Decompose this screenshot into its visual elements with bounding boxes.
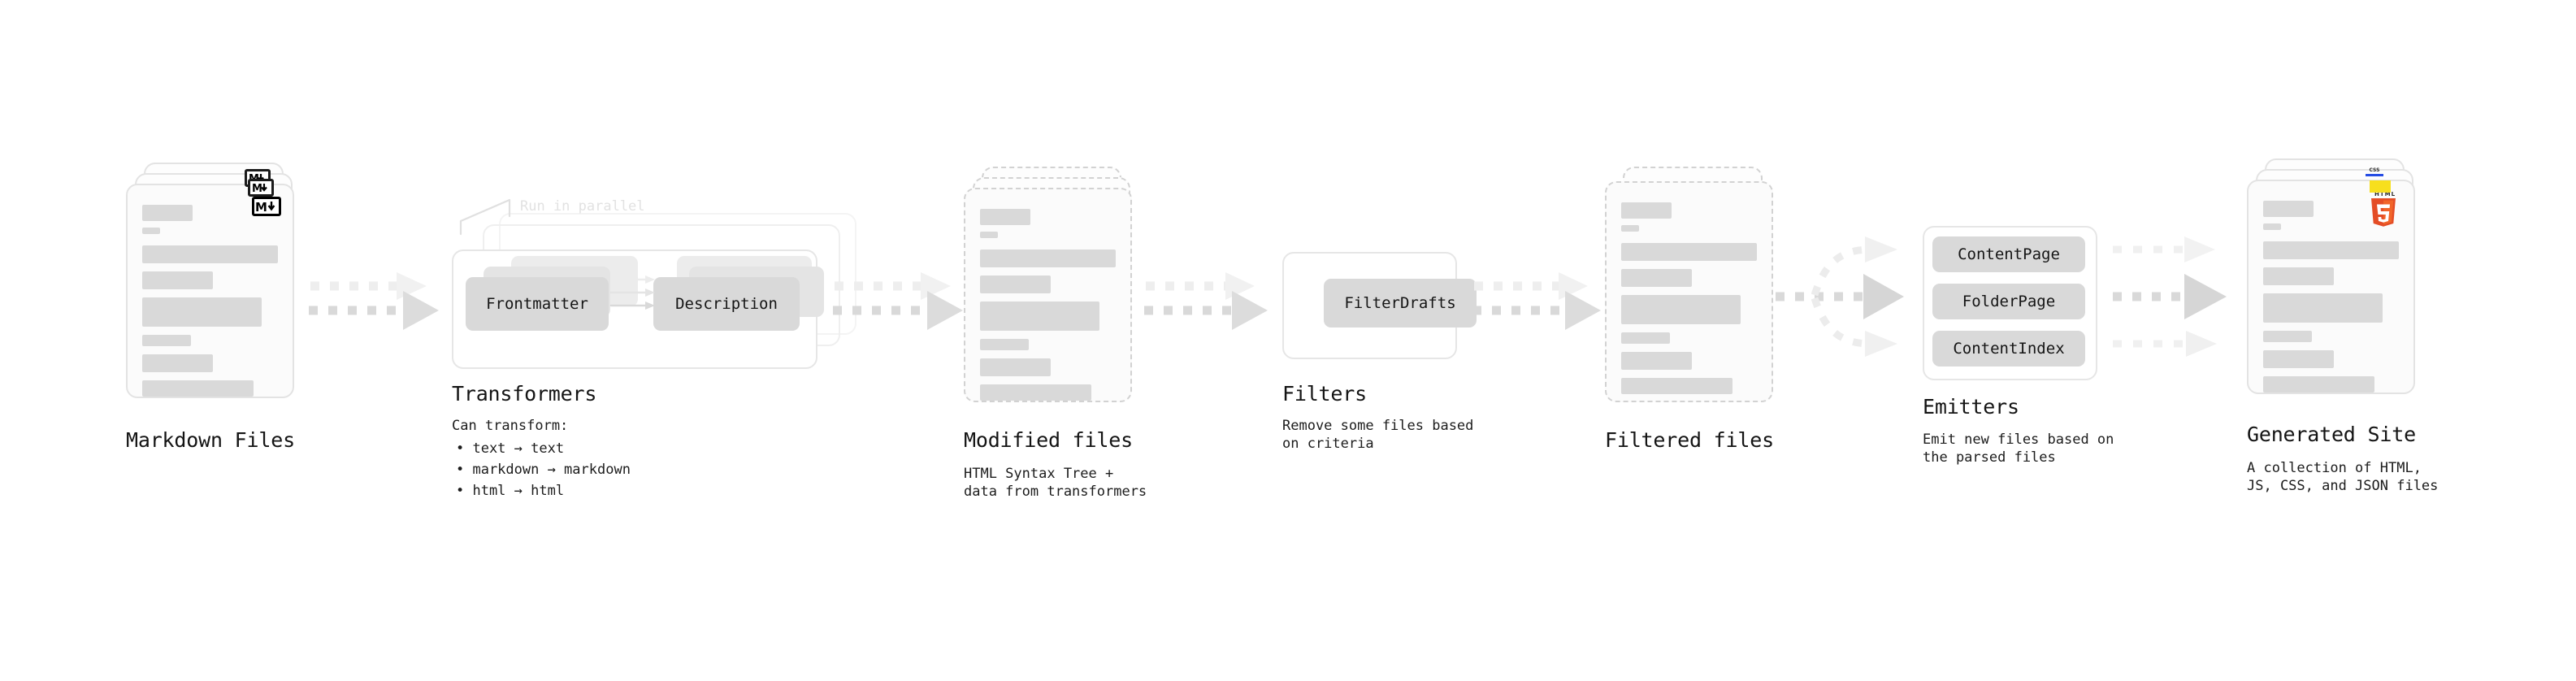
skeleton-bar xyxy=(1621,352,1692,370)
transformer-description[interactable]: Description xyxy=(653,277,800,331)
skeleton-bar xyxy=(980,301,1099,331)
transformers-bullet-2: • html → html xyxy=(456,483,565,499)
skeleton-bar xyxy=(980,358,1051,376)
js-icon xyxy=(2370,180,2391,193)
modified-files-card-stack xyxy=(964,167,1139,402)
transformer-frontmatter[interactable]: Frontmatter xyxy=(466,277,609,331)
page-title-modified-files: Modified files xyxy=(964,428,1133,452)
emitter-contentpage[interactable]: ContentPage xyxy=(1932,236,2085,272)
emitter-folderpage[interactable]: FolderPage xyxy=(1932,284,2085,319)
skeleton-bar xyxy=(2263,331,2313,342)
skeleton-bar xyxy=(142,228,160,234)
css-icon-label: CSS xyxy=(2369,167,2380,173)
filtered-files-card-stack xyxy=(1605,167,1780,402)
arrow-transformers-to-modified xyxy=(833,268,975,349)
page-title-transformers: Transformers xyxy=(452,382,597,406)
site-file-card-html: HTML xyxy=(2247,180,2415,394)
page-title-filters: Filters xyxy=(1282,382,1367,406)
skeleton-bar xyxy=(1621,378,1733,394)
skeleton-bar xyxy=(142,245,278,263)
markdown-icon: M xyxy=(252,197,281,216)
skeleton-bar xyxy=(2263,267,2334,285)
skeleton-bar xyxy=(1621,332,1671,344)
arrow-markdown-to-transformers xyxy=(309,268,447,349)
generated-site-card-stack: CSS HTML xyxy=(2247,158,2422,394)
skeleton-bar xyxy=(142,354,213,372)
svg-text:M: M xyxy=(252,183,262,193)
modified-files-description: HTML Syntax Tree + data from transformer… xyxy=(964,466,1147,500)
html5-icon: HTML xyxy=(2370,191,2400,232)
arrow-modified-to-filters xyxy=(1144,268,1282,349)
filter-filterdrafts[interactable]: FilterDrafts xyxy=(1324,279,1477,327)
skeleton-bar xyxy=(2263,293,2383,323)
transformers-bullet-1: • markdown → markdown xyxy=(456,462,631,478)
svg-text:M: M xyxy=(255,200,267,213)
emitters-description: Emit new files based on the parsed files xyxy=(1923,432,2114,466)
transformers-description: Can transform: xyxy=(452,418,569,434)
run-in-parallel-bracket xyxy=(459,195,557,239)
skeleton-bar xyxy=(980,339,1030,350)
skeleton-bar xyxy=(2263,201,2314,217)
filters-description: Remove some files based on criteria xyxy=(1282,418,1474,452)
skeleton-bar xyxy=(980,384,1091,401)
skeleton-bar xyxy=(142,380,254,397)
arrow-filters-to-filtered xyxy=(1472,268,1615,349)
page-title-emitters: Emitters xyxy=(1923,395,2019,419)
skeleton-bar xyxy=(1621,243,1757,261)
skeleton-bar xyxy=(142,205,193,221)
arrow-filtered-to-emitters xyxy=(1776,232,1930,378)
skeleton-bar xyxy=(2263,223,2281,230)
markdown-file-card-front: M xyxy=(126,184,294,398)
skeleton-bar xyxy=(980,209,1030,225)
skeleton-bar xyxy=(142,335,192,346)
skeleton-bar xyxy=(1621,269,1692,287)
skeleton-bar xyxy=(980,232,998,238)
css-icon-bar xyxy=(2366,174,2383,176)
markdown-files-card-stack: M M M xyxy=(126,163,301,398)
filtered-file-card-front xyxy=(1605,181,1773,402)
skeleton-bar xyxy=(1621,295,1741,324)
skeleton-bar xyxy=(2263,376,2374,393)
run-in-parallel-label: Run in parallel xyxy=(520,198,645,215)
modified-file-card-front xyxy=(964,188,1132,402)
css-icon: CSS xyxy=(2366,167,2383,176)
transformers-bullet-0: • text → text xyxy=(456,440,565,457)
skeleton-bar xyxy=(142,297,262,327)
transformer-internal-arrows xyxy=(609,272,709,337)
skeleton-bar xyxy=(2263,241,2399,259)
skeleton-bar xyxy=(2263,350,2334,368)
html5-icon-label: HTML xyxy=(2374,191,2396,197)
skeleton-bar xyxy=(1621,225,1639,232)
arrow-emitters-to-site xyxy=(2113,232,2259,378)
page-title-markdown-files: Markdown Files xyxy=(126,428,295,452)
markdown-icon-middle: M xyxy=(248,179,274,197)
page-title-filtered-files: Filtered files xyxy=(1605,428,1774,452)
skeleton-bar xyxy=(980,249,1116,267)
skeleton-bar xyxy=(142,271,213,289)
skeleton-bar xyxy=(980,275,1051,293)
page-title-generated-site: Generated Site xyxy=(2247,423,2416,446)
skeleton-bar xyxy=(1621,202,1672,219)
generated-site-description: A collection of HTML, JS, CSS, and JSON … xyxy=(2247,460,2439,494)
emitter-contentindex[interactable]: ContentIndex xyxy=(1932,331,2085,367)
